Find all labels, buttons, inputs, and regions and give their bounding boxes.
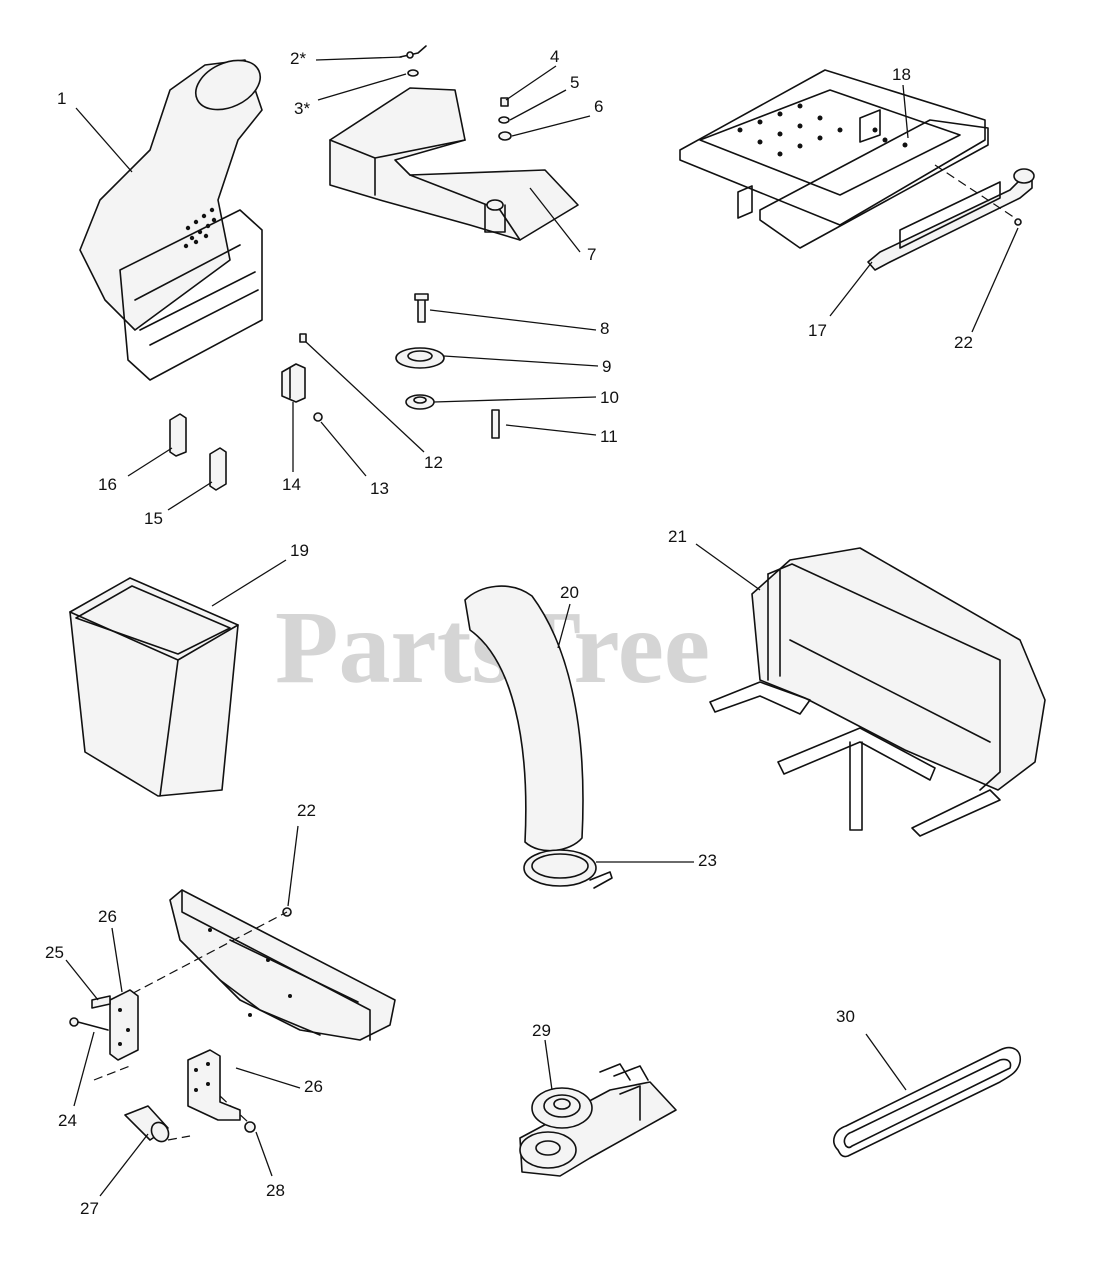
part-rail-assembly[interactable] — [169, 889, 396, 1041]
part-11-key[interactable] — [491, 409, 500, 439]
part-13-nut[interactable] — [313, 412, 323, 422]
callout-12: 12 — [424, 453, 443, 472]
callout-29: 29 — [532, 1021, 551, 1040]
part-1-discharge-chute[interactable] — [79, 51, 268, 381]
callout-19: 19 — [290, 541, 309, 560]
part-16-bracket[interactable] — [169, 413, 187, 457]
part-18-frame[interactable] — [679, 69, 989, 249]
callout-14: 14 — [282, 475, 301, 494]
part-21-hopper[interactable] — [709, 547, 1046, 837]
part-12-screw[interactable] — [299, 333, 307, 343]
callout-26-upper: 26 — [98, 907, 117, 926]
callout-28: 28 — [266, 1181, 285, 1200]
callout-6: 6 — [594, 97, 603, 116]
callout-30: 30 — [836, 1007, 855, 1026]
callout-1: 1 — [57, 89, 66, 108]
part-23-clamp[interactable] — [523, 849, 613, 889]
part-14-bracket[interactable] — [281, 363, 306, 403]
callout-25: 25 — [45, 943, 64, 962]
callout-8: 8 — [600, 319, 609, 338]
callout-17: 17 — [808, 321, 827, 340]
callout-21: 21 — [668, 527, 687, 546]
callout-3: 3* — [294, 99, 310, 118]
part-27-spacer[interactable] — [124, 1105, 172, 1145]
callout-15: 15 — [144, 509, 163, 528]
callout-24: 24 — [58, 1111, 77, 1130]
callout-22-lower: 22 — [297, 801, 316, 820]
part-22-nut-upper[interactable] — [1014, 218, 1022, 226]
callout-2: 2* — [290, 49, 306, 68]
part-7-blower-cover[interactable] — [329, 87, 579, 241]
callout-23: 23 — [698, 851, 717, 870]
part-3-washer[interactable] — [407, 69, 419, 77]
part-5-lock-washer[interactable] — [498, 116, 510, 124]
part-24-bolt[interactable] — [69, 1017, 109, 1031]
part-25-bolt[interactable] — [91, 995, 111, 1009]
part-30-belt[interactable] — [833, 1046, 1022, 1158]
part-15-bracket[interactable] — [209, 447, 227, 491]
callout-13: 13 — [370, 479, 389, 498]
part-4-bolt[interactable] — [500, 97, 509, 107]
part-6-flat-washer[interactable] — [498, 131, 512, 141]
part-20-hose[interactable] — [464, 585, 584, 852]
part-2-pin[interactable] — [399, 45, 427, 59]
callout-16: 16 — [98, 475, 117, 494]
part-10-hub[interactable] — [405, 394, 435, 410]
callout-20: 20 — [560, 583, 579, 602]
part-29-idler-assembly[interactable] — [519, 1063, 677, 1177]
callout-18: 18 — [892, 65, 911, 84]
part-19-container[interactable] — [69, 577, 239, 797]
callout-26-lower: 26 — [304, 1077, 323, 1096]
part-17-bumper-bar[interactable] — [867, 168, 1035, 271]
callout-27: 27 — [80, 1199, 99, 1218]
part-8-bolt[interactable] — [414, 293, 429, 323]
part-26-plate-lower[interactable] — [187, 1049, 241, 1121]
callout-10: 10 — [600, 388, 619, 407]
callout-9: 9 — [602, 357, 611, 376]
callout-22-upper: 22 — [954, 333, 973, 352]
callout-4: 4 — [550, 47, 559, 66]
callout-7: 7 — [587, 245, 596, 264]
callout-11: 11 — [600, 427, 618, 446]
part-9-pulley[interactable] — [395, 347, 445, 369]
callout-5: 5 — [570, 73, 579, 92]
part-28-nut[interactable] — [244, 1121, 256, 1133]
part-26-plate-upper[interactable] — [109, 989, 139, 1061]
